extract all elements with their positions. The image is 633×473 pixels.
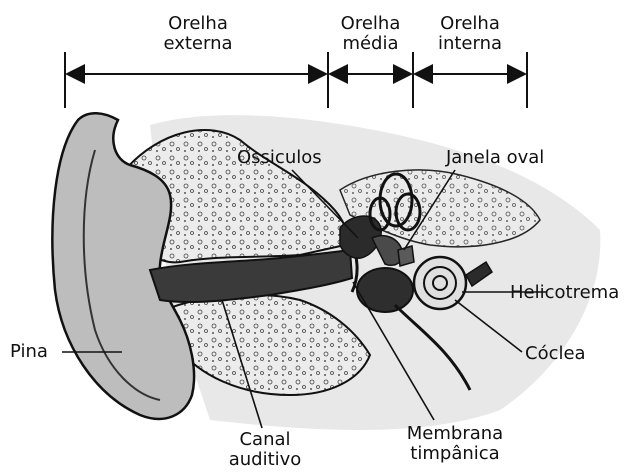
- label-ossiculos: Ossiculos: [237, 148, 322, 168]
- region-title-inner: Orelha interna: [420, 14, 520, 54]
- region-inner-line1: Orelha: [420, 14, 520, 34]
- region-middle-line1: Orelha: [328, 14, 413, 34]
- region-title-middle: Orelha média: [328, 14, 413, 54]
- label-coclea: Cóclea: [525, 344, 586, 364]
- label-canal-auditivo: Canal auditivo: [215, 430, 315, 470]
- region-title-outer: Orelha externa: [148, 14, 248, 54]
- region-outer-line1: Orelha: [148, 14, 248, 34]
- label-pina: Pina: [10, 342, 48, 362]
- label-membrana-timpanica: Membrana timpânica: [395, 424, 515, 464]
- region-brackets: [65, 52, 527, 108]
- label-janela-oval: Janela oval: [446, 148, 544, 168]
- middle-ear-cavity: [357, 268, 413, 312]
- label-membrana-line2: timpânica: [395, 444, 515, 464]
- region-inner-line2: interna: [420, 34, 520, 54]
- label-canal-line1: Canal: [215, 430, 315, 450]
- label-helicotrema: Helicotrema: [510, 283, 619, 303]
- label-canal-line2: auditivo: [215, 450, 315, 470]
- label-membrana-line1: Membrana: [395, 424, 515, 444]
- region-middle-line2: média: [328, 34, 413, 54]
- region-outer-line2: externa: [148, 34, 248, 54]
